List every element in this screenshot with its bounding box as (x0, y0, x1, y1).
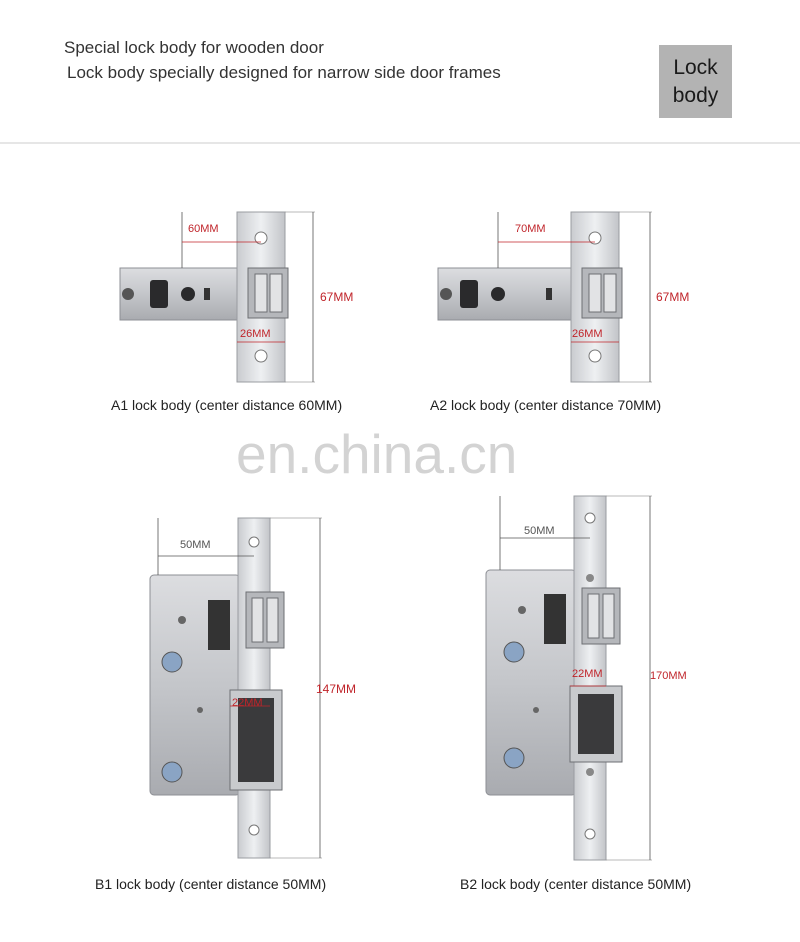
header-subtitle: Lock body specially designed for narrow … (67, 63, 501, 82)
dimension-width-b1: 22MM (232, 697, 263, 709)
dimension-width-a2: 26MM (572, 328, 603, 340)
header: Special lock body for wooden door Lock b… (0, 0, 800, 142)
dimension-height-b2: 170MM (650, 670, 687, 682)
header-divider (0, 142, 800, 144)
product-b2: 50MM 22MM 170MM (470, 490, 740, 865)
lock-body-a1-image (119, 211, 315, 383)
dimension-width-b2: 22MM (572, 668, 603, 680)
lock-body-b2-image (485, 495, 652, 861)
header-title: Special lock body for wooden door (64, 38, 324, 57)
dimension-center-a2: 70MM (515, 223, 546, 235)
caption-b2: B2 lock body (center distance 50MM) (460, 876, 692, 892)
product-b1: 50MM 22MM 147MM (130, 510, 400, 870)
dimension-center-a1: 60MM (188, 223, 219, 235)
category-badge: Lock body (659, 45, 732, 118)
caption-b1: B1 lock body (center distance 50MM) (95, 876, 327, 892)
dimension-center-b1: 50MM (180, 539, 211, 551)
dimension-height-a1: 67MM (320, 290, 354, 304)
caption-a2: A2 lock body (center distance 70MM) (430, 397, 662, 413)
dimension-center-b2: 50MM (524, 525, 555, 537)
dimension-width-a1: 26MM (240, 328, 271, 340)
caption-a1: A1 lock body (center distance 60MM) (111, 397, 343, 413)
lock-body-a2-image (437, 211, 652, 383)
dimension-height-b1: 147MM (316, 682, 357, 696)
product-a2: 70MM 26MM 67MM (420, 200, 720, 390)
dimension-height-a2: 67MM (656, 290, 690, 304)
watermark: en.china.cn (236, 423, 518, 485)
lock-body-b1-image (149, 517, 322, 859)
product-a1: 60MM 26MM 67MM (100, 200, 400, 390)
